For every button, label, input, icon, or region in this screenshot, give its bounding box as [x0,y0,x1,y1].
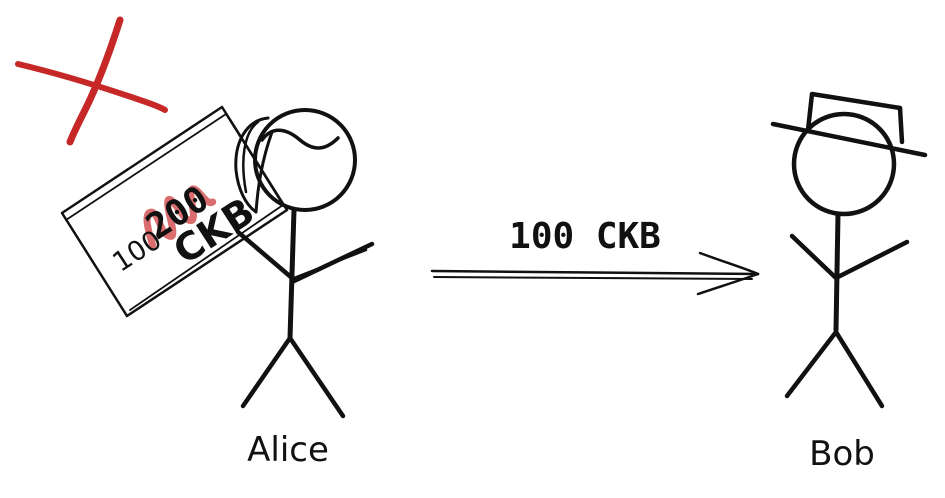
transfer-arrow [430,251,760,296]
scribble-mark [143,185,217,250]
transfer-amount-label: 100 CKB [509,216,661,257]
alice-name: Alice [247,430,329,470]
cross-mark-icon [15,16,168,146]
alice-figure [234,108,375,419]
bob-name: Bob [809,434,875,474]
bob-figure [770,91,928,409]
